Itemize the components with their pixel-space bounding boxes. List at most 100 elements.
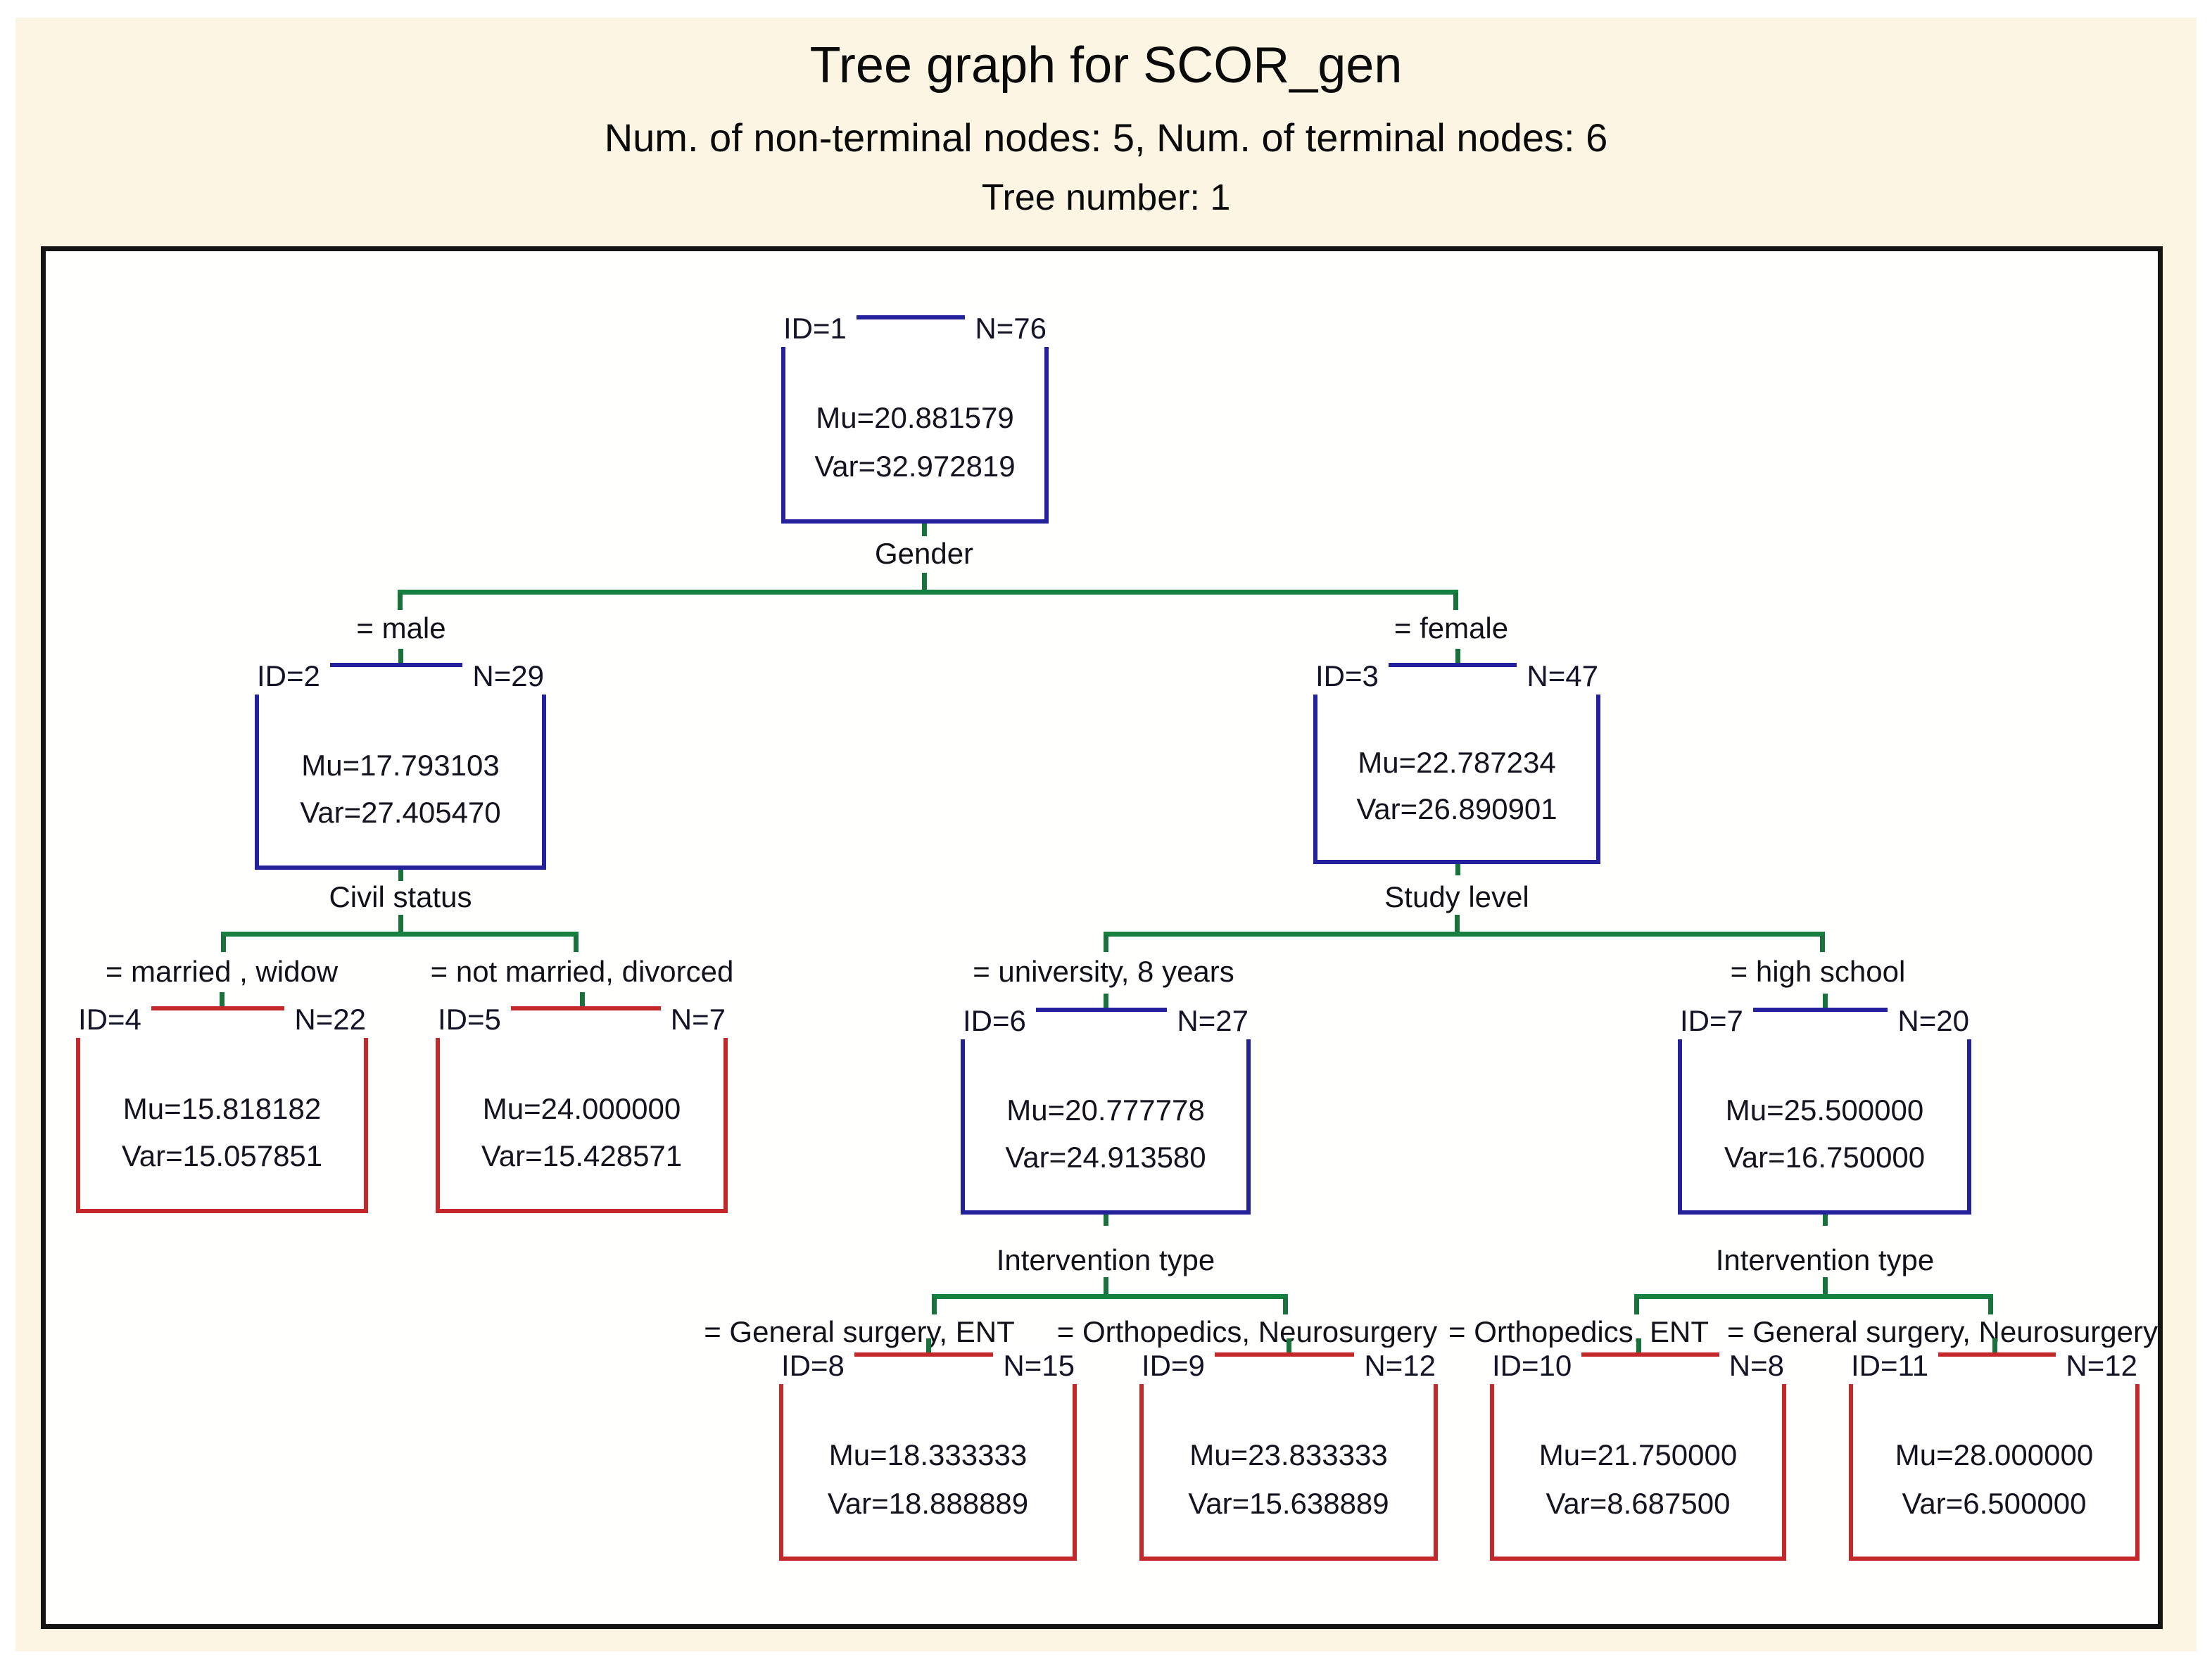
- tree-node-6: ID=6 N=27 Mu=20.777778 Var=24.913580: [961, 1003, 1251, 1215]
- connector-tick: [1287, 1338, 1291, 1352]
- tree-number: Tree number: 1: [981, 177, 1231, 218]
- node-n-label: N=29: [462, 658, 546, 695]
- node-var-value: Var=15.057851: [121, 1139, 323, 1173]
- node-mu-value: Mu=20.881579: [816, 401, 1014, 435]
- node-n-label: N=12: [2056, 1348, 2140, 1385]
- node-mu-value: Mu=18.333333: [828, 1438, 1028, 1472]
- node-n-label: N=12: [1354, 1348, 1438, 1385]
- connector-tick: [1455, 915, 1460, 933]
- node-id-label: ID=2: [255, 658, 330, 695]
- node-var-value: Var=15.638889: [1188, 1486, 1389, 1520]
- node-n-label: N=8: [1719, 1348, 1786, 1385]
- branch-label-left: = Orthopedics, ENT: [1448, 1315, 1709, 1348]
- branch-label-left: = university, 8 years: [973, 955, 1234, 988]
- connector-tick: [398, 593, 403, 610]
- tree-node-5: ID=5 N=7 Mu=24.000000 Var=15.428571: [436, 1001, 728, 1213]
- connector-tick: [1636, 1338, 1641, 1352]
- branch-label-right: = female: [1393, 611, 1509, 645]
- connector-tick: [1104, 1277, 1108, 1295]
- connector-tick: [1823, 1213, 1828, 1226]
- figure-title: Tree graph for SCOR_gen: [809, 37, 1403, 94]
- node-n-label: N=20: [1888, 1003, 1971, 1040]
- connector-tick: [574, 935, 579, 952]
- tree-node-9: ID=9 N=12 Mu=23.833333 Var=15.638889: [1139, 1348, 1438, 1561]
- node-id-label: ID=9: [1139, 1348, 1215, 1385]
- node-var-value: Var=24.913580: [1005, 1141, 1206, 1174]
- node-id-label: ID=10: [1490, 1348, 1582, 1385]
- node-mu-value: Mu=20.777778: [1006, 1093, 1205, 1127]
- connector-tick: [1988, 1298, 1993, 1314]
- node-n-label: N=22: [284, 1001, 368, 1039]
- tree-node-8: ID=8 N=15 Mu=18.333333 Var=18.888889: [779, 1348, 1077, 1561]
- branch-label-left: = male: [356, 611, 446, 645]
- node-mu-value: Mu=15.818182: [122, 1091, 322, 1125]
- node-mu-value: Mu=22.787234: [1358, 746, 1556, 780]
- branch-label-right: = General surgery, Neurosurgery: [1727, 1315, 2158, 1348]
- node-id-label: ID=6: [961, 1003, 1036, 1040]
- node-id-label: ID=1: [781, 310, 857, 348]
- split-variable-label: Study level: [1384, 880, 1529, 913]
- node-id-label: ID=4: [76, 1001, 151, 1039]
- branch-label-left: = married , widow: [105, 955, 339, 988]
- split-variable-label: Civil status: [329, 880, 472, 913]
- node-id-label: ID=3: [1313, 658, 1389, 695]
- node-n-label: N=15: [993, 1348, 1077, 1385]
- branch-line: [221, 932, 579, 937]
- connector-tick: [1104, 1213, 1108, 1226]
- connector-tick: [1104, 994, 1108, 1008]
- node-n-label: N=7: [660, 1001, 728, 1039]
- tree-node-11: ID=11 N=12 Mu=28.000000 Var=6.500000: [1849, 1348, 2140, 1561]
- connector-tick: [926, 1338, 931, 1352]
- node-n-label: N=47: [1517, 658, 1600, 695]
- node-n-label: N=76: [965, 310, 1049, 348]
- branch-line: [1104, 932, 1825, 937]
- split-variable-label: Gender: [874, 537, 974, 570]
- plot-area: [41, 246, 2163, 1629]
- split-variable-label: Intervention type: [996, 1243, 1215, 1276]
- connector-tick: [922, 573, 927, 591]
- connector-tick: [398, 649, 403, 663]
- node-mu-value: Mu=28.000000: [1895, 1438, 2094, 1472]
- connector-tick: [1823, 994, 1828, 1008]
- node-mu-value: Mu=25.500000: [1725, 1093, 1924, 1127]
- node-var-value: Var=8.687500: [1546, 1486, 1731, 1520]
- node-var-value: Var=27.405470: [300, 796, 501, 830]
- node-var-value: Var=26.890901: [1356, 792, 1557, 826]
- connector-tick: [1634, 1298, 1639, 1314]
- tree-node-4: ID=4 N=22 Mu=15.818182 Var=15.057851: [76, 1001, 368, 1213]
- connector-tick: [1823, 1277, 1828, 1295]
- branch-line: [932, 1294, 1288, 1299]
- node-mu-value: Mu=23.833333: [1189, 1438, 1388, 1472]
- connector-tick: [580, 992, 585, 1006]
- connector-tick: [1455, 863, 1460, 875]
- connector-tick: [1455, 649, 1460, 663]
- tree-node-3: ID=3 N=47 Mu=22.787234 Var=26.890901: [1313, 658, 1600, 864]
- node-var-value: Var=15.428571: [481, 1139, 683, 1173]
- node-var-value: Var=6.500000: [1902, 1486, 2087, 1520]
- connector-tick: [398, 915, 403, 933]
- split-variable-label: Intervention type: [1715, 1243, 1935, 1276]
- tree-node-2: ID=2 N=29 Mu=17.793103 Var=27.405470: [255, 658, 546, 870]
- node-id-label: ID=7: [1678, 1003, 1753, 1040]
- tree-node-10: ID=10 N=8 Mu=21.750000 Var=8.687500: [1490, 1348, 1786, 1561]
- branch-label-right: = high school: [1730, 955, 1906, 988]
- node-var-value: Var=18.888889: [827, 1486, 1029, 1520]
- figure-subtitle: Num. of non-terminal nodes: 5, Num. of t…: [604, 115, 1608, 160]
- connector-tick: [221, 935, 226, 952]
- connector-tick: [1283, 1298, 1288, 1314]
- tree-node-7: ID=7 N=20 Mu=25.500000 Var=16.750000: [1678, 1003, 1971, 1215]
- connector-tick: [398, 868, 403, 881]
- connector-tick: [220, 992, 225, 1006]
- node-id-label: ID=5: [436, 1001, 511, 1039]
- node-id-label: ID=8: [779, 1348, 854, 1385]
- node-id-label: ID=11: [1849, 1348, 1939, 1385]
- node-mu-value: Mu=24.000000: [482, 1091, 681, 1125]
- node-mu-value: Mu=21.750000: [1538, 1438, 1738, 1472]
- node-var-value: Var=16.750000: [1724, 1141, 1926, 1174]
- connector-tick: [932, 1298, 937, 1314]
- connector-tick: [1820, 935, 1825, 952]
- tree-node-1: ID=1 N=76 Mu=20.881579 Var=32.972819: [781, 310, 1049, 524]
- connector-tick: [1453, 593, 1458, 610]
- connector-tick: [1992, 1338, 1997, 1352]
